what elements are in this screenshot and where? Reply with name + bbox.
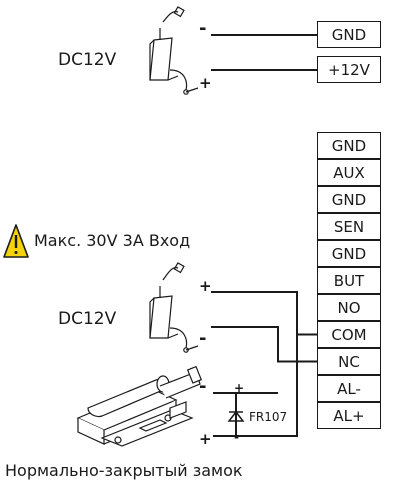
lock-plus-sign: +: [199, 430, 212, 448]
terminal-but: BUT: [317, 267, 381, 294]
top-adapter-label: DC12V: [58, 50, 117, 70]
top-plus-sign: +: [199, 74, 212, 92]
terminal-gnd-top: GND: [317, 21, 381, 48]
terminal-al-minus: AL-: [317, 375, 381, 402]
lock-minus-sign: -: [199, 376, 207, 397]
terminal-com: COM: [317, 321, 381, 348]
bottom-minus-sign: -: [199, 328, 207, 349]
top-wires: [211, 34, 317, 71]
diode-minus-sign: -: [234, 430, 239, 444]
bottom-adapter-label: DC12V: [58, 309, 117, 329]
terminal-sen: SEN: [317, 213, 381, 240]
terminal-al-plus: AL+: [317, 402, 381, 429]
diode-label: FR107: [249, 410, 288, 424]
bottom-power-adapter-icon: [149, 262, 199, 353]
top-power-adapter-icon: [149, 6, 199, 95]
terminal-gnd-2: GND: [317, 186, 381, 213]
diode-plus-sign: +: [234, 381, 245, 395]
warning-text: Макс. 30V 3A Вход: [34, 231, 191, 250]
terminal-no: NO: [317, 294, 381, 321]
electric-lock-icon: [76, 365, 203, 447]
terminal-12v: +12V: [317, 56, 381, 83]
diode-icon: [227, 410, 245, 427]
bottom-plus-sign: +: [199, 277, 212, 295]
warning-icon: [3, 224, 29, 258]
lock-caption: Нормально-закрытый замок: [5, 461, 243, 480]
terminal-gnd-3: GND: [317, 240, 381, 267]
terminal-gnd-1: GND: [317, 132, 381, 159]
terminal-nc: NC: [317, 348, 381, 375]
terminal-aux: AUX: [317, 159, 381, 186]
top-minus-sign: -: [199, 18, 207, 39]
